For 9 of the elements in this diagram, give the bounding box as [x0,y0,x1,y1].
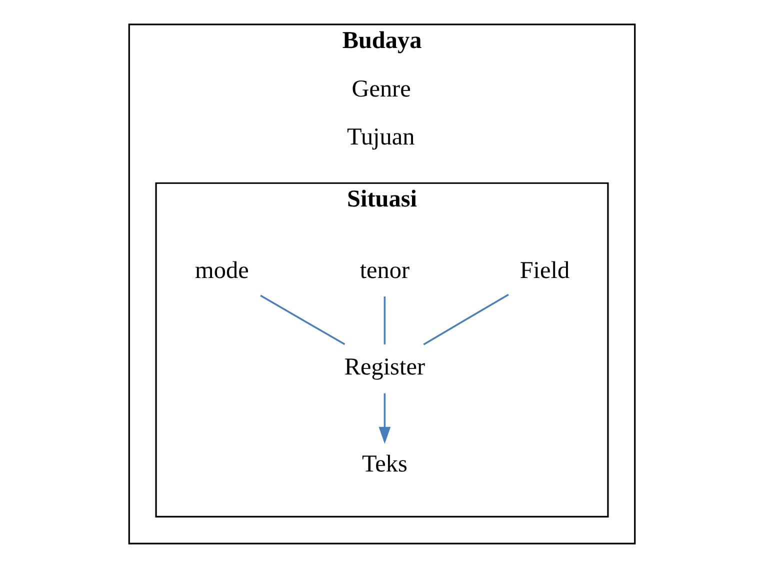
node-text: Register [344,354,426,381]
connector [260,294,346,346]
connector [384,296,386,344]
node-text: mode [195,256,249,284]
node-text: Teks [362,450,408,478]
node-text: tenor [360,256,410,284]
arrow [378,393,391,444]
node-text: Field [520,256,570,284]
connector [423,294,509,346]
